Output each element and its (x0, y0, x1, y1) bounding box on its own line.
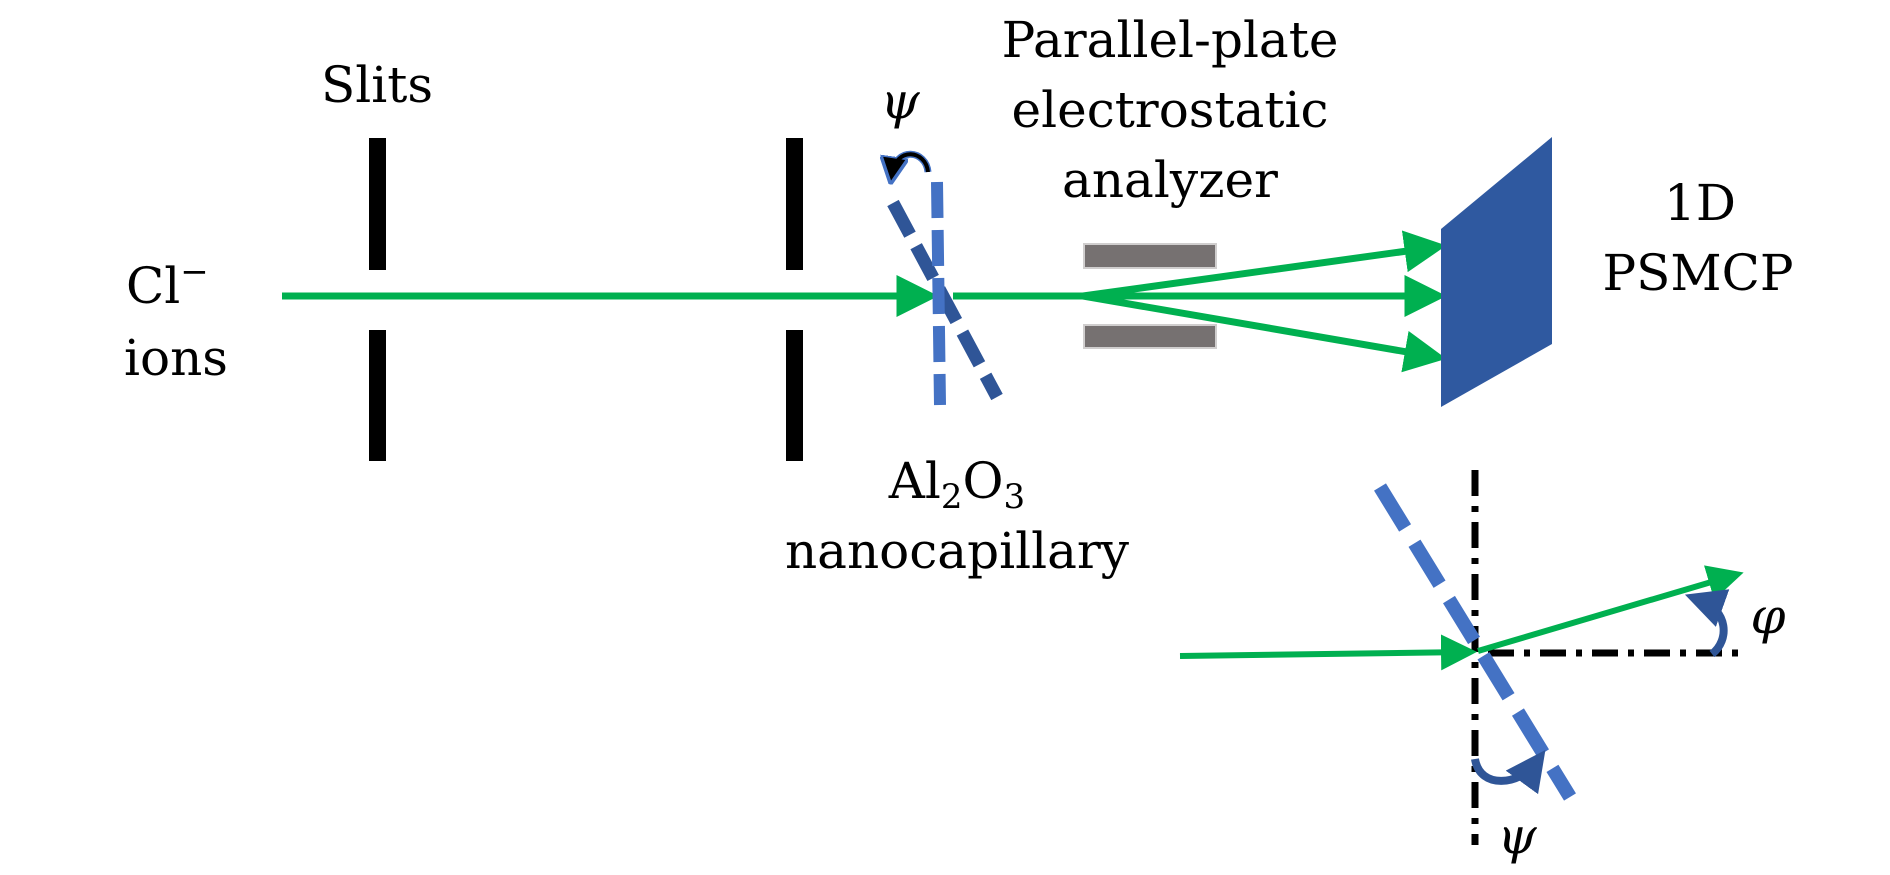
slit-pair-2 (786, 138, 803, 461)
beam-deflected-down (1082, 292, 1447, 373)
slit-2-lower (786, 330, 803, 461)
analyzer-plates (1083, 243, 1217, 349)
detector-label-line1: 1D (1664, 174, 1736, 232)
tilt-rotation-arrow-core (890, 152, 930, 175)
slit-1-lower (369, 330, 386, 461)
inset-phi-symbol: φ (1750, 587, 1785, 645)
inset-incident-beam (1179, 634, 1477, 671)
analyzer-label: Parallel-plate electrostatic analyzer (1002, 11, 1339, 209)
inset-psi-arc-icon (1471, 750, 1546, 795)
analyzer-plate-upper (1083, 243, 1217, 269)
inset-scattered-beam (1477, 565, 1744, 654)
slits-label: Slits (321, 56, 433, 114)
analyzer-plate-lower (1083, 324, 1217, 349)
capillary-label: Al2O3 nanocapillary (785, 452, 1130, 580)
detector-label-line2: PSMCP (1603, 244, 1794, 302)
capillary-tilted (887, 199, 1003, 401)
capillary-untilted (931, 181, 946, 406)
ion-source-name: Cl− (126, 252, 209, 315)
scattered-beams (1082, 230, 1447, 373)
ion-source-label: Cl− ions (124, 252, 228, 387)
beam-deflected-up (1082, 230, 1447, 300)
slit-1-upper (369, 138, 386, 270)
analyzer-label-line1: Parallel-plate (1002, 11, 1339, 69)
detector-label: 1D PSMCP (1603, 174, 1794, 302)
ion-source-ions: ions (124, 329, 228, 387)
detector-psmcp (1441, 137, 1552, 407)
slit-2-upper (786, 138, 803, 270)
capillary-formula: Al2O3 (888, 452, 1025, 517)
analyzer-label-line3: analyzer (1062, 151, 1278, 209)
inset-geometry: φ ψ (1179, 470, 1786, 865)
nanocapillary (887, 181, 1003, 406)
slit-pair-1 (369, 138, 386, 461)
tilt-angle-symbol: ψ (880, 72, 920, 130)
capillary-label-line2: nanocapillary (785, 522, 1130, 580)
inset-capillary (1374, 483, 1576, 801)
inset-psi-symbol: ψ (1497, 807, 1537, 865)
inset-phi-arc-icon (1684, 589, 1730, 658)
analyzer-label-line2: electrostatic (1012, 81, 1329, 139)
